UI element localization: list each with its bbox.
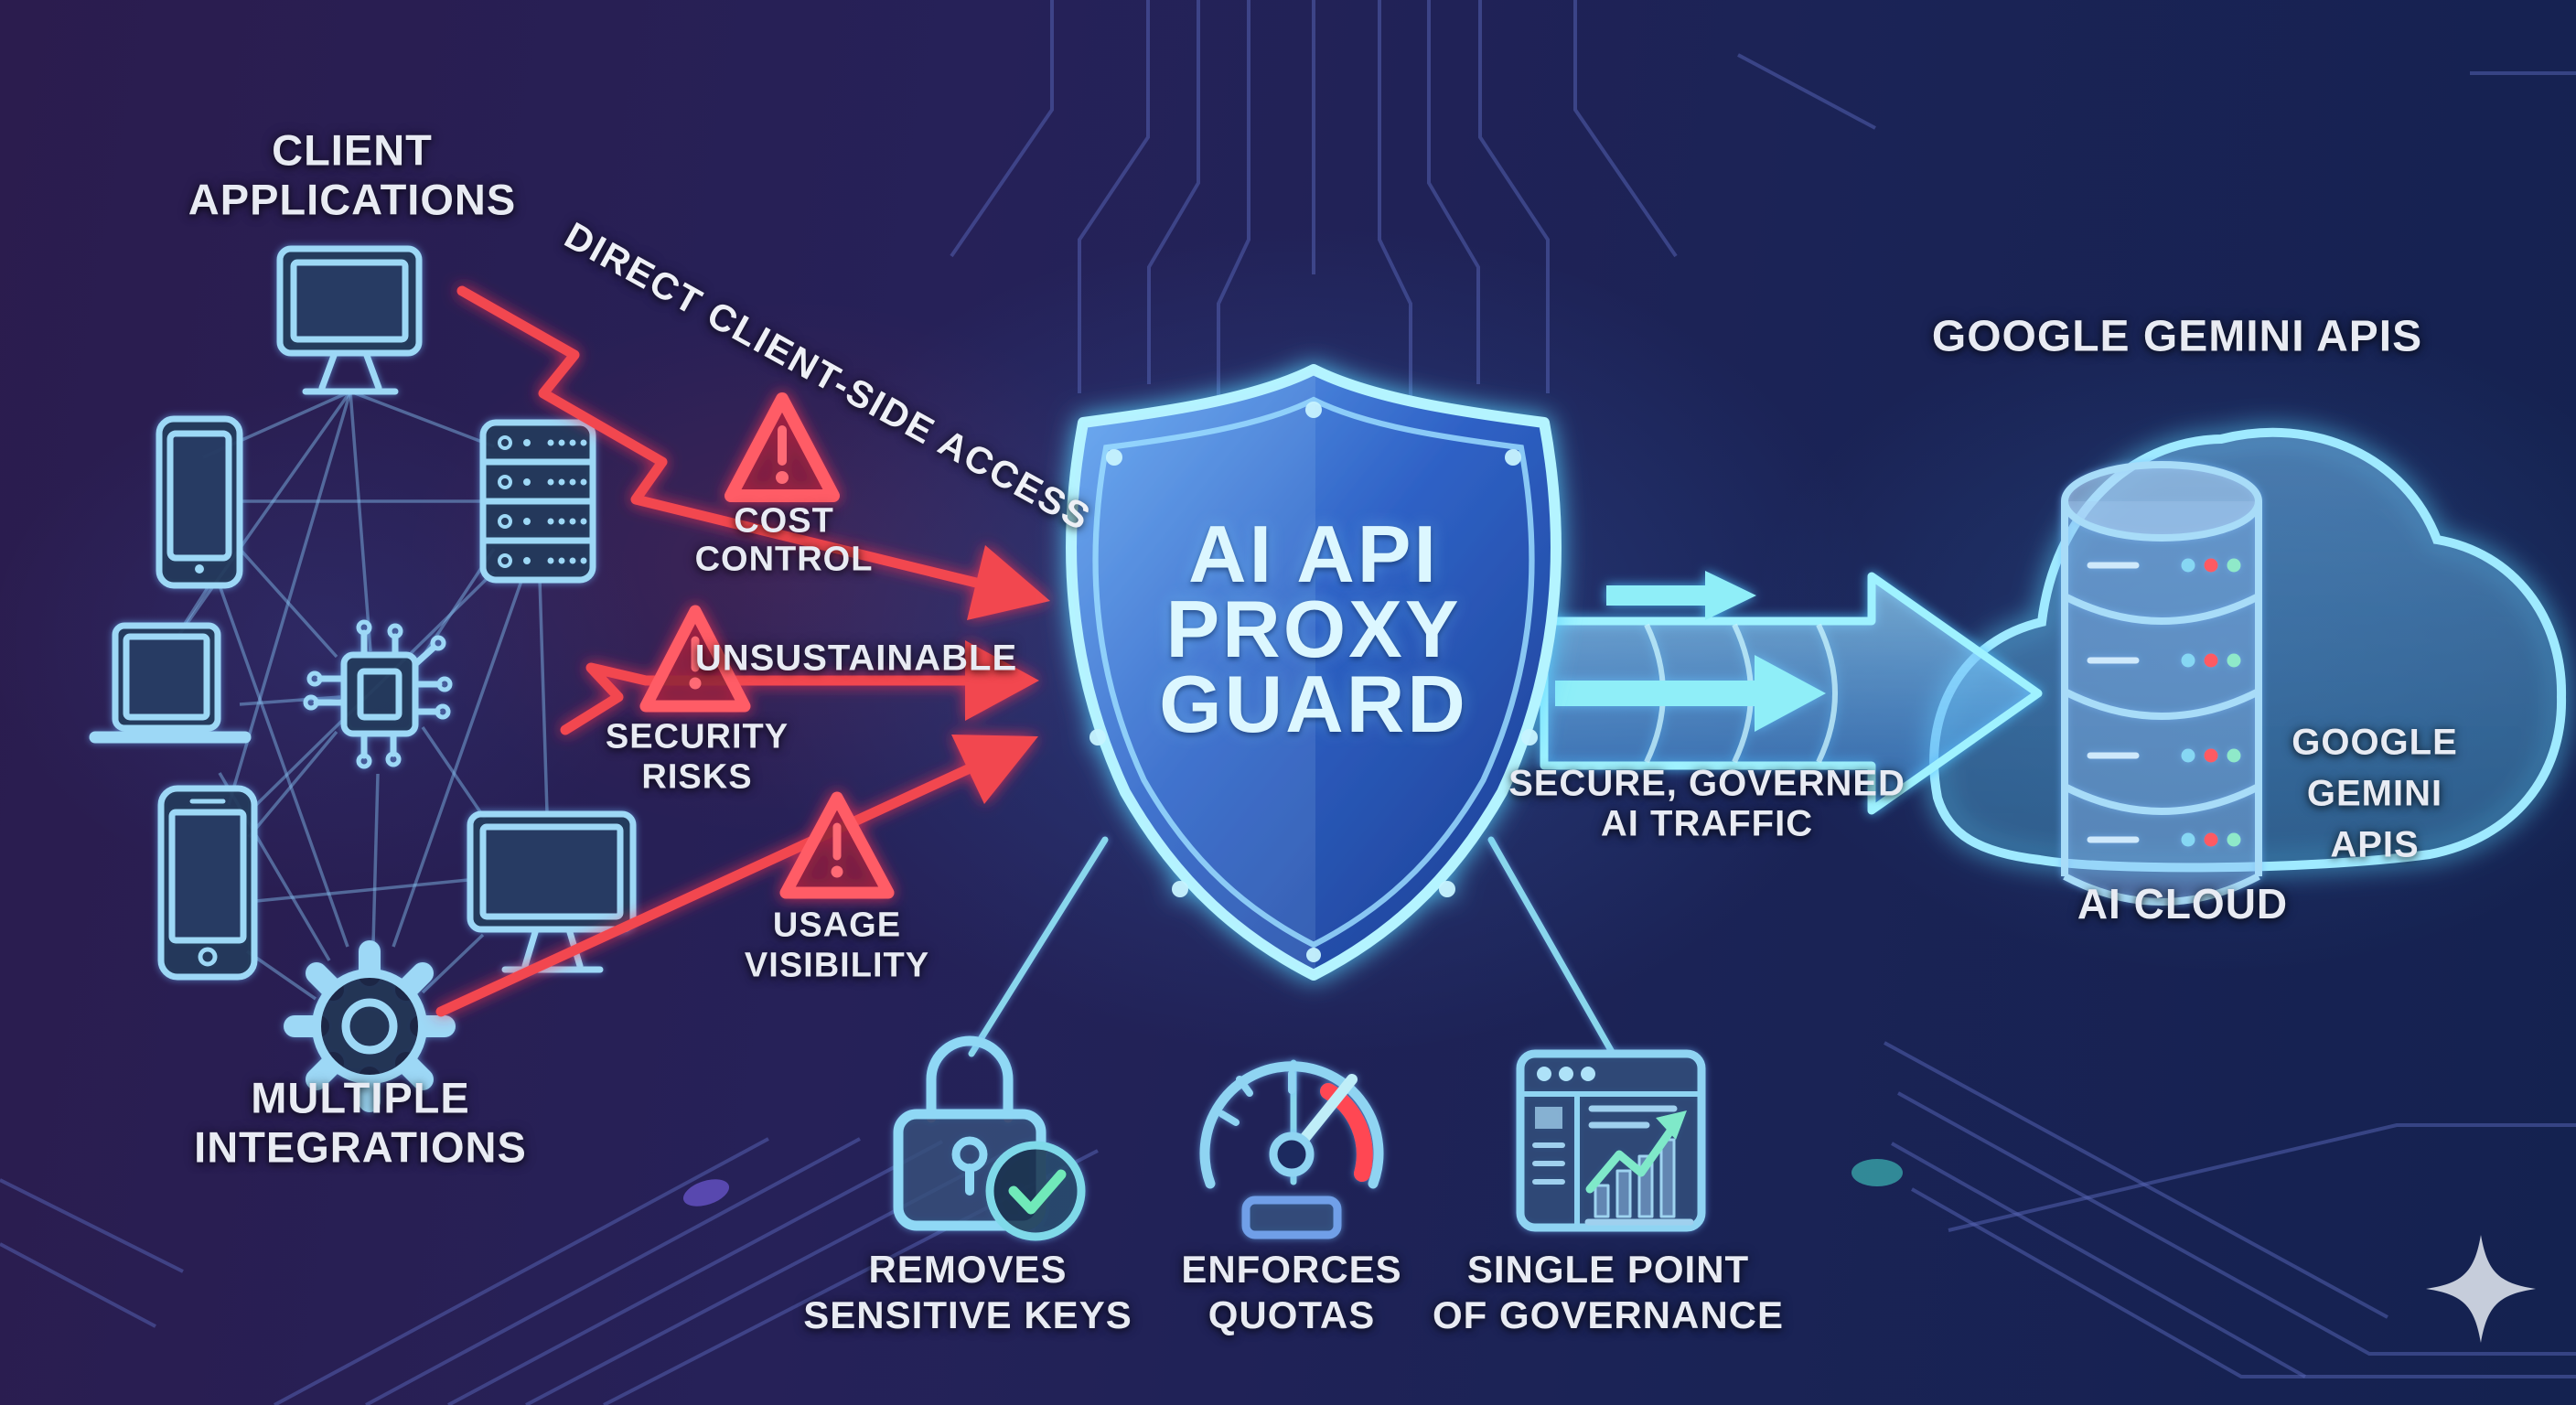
client-apps-title-line1: CLIENT — [272, 125, 433, 175]
small-arrow-icon — [1606, 571, 1756, 620]
feature-governance-line2: OF GOVERNANCE — [1432, 1293, 1785, 1336]
client-devices — [89, 245, 637, 1112]
gemini-apis-title: GOOGLE GEMINI APIs — [1931, 312, 2423, 361]
warning-triangle-icon — [639, 605, 751, 713]
desktop-monitor-icon — [276, 245, 423, 395]
flow-label-line2: AI TRAFFIC — [1600, 803, 1814, 844]
server-rack-icon — [479, 419, 596, 584]
trace-dot-purple — [682, 1179, 730, 1207]
lightning-arrow-icon — [560, 662, 971, 735]
ai-cloud-caption: AI CLOUD — [2077, 880, 2289, 928]
device-mesh-lines — [177, 390, 549, 1001]
cloud-inner-line1: GOOGLE — [2292, 722, 2458, 763]
feature-quotas-line1: ENFORCES — [1181, 1248, 1402, 1291]
smartphone-icon — [157, 785, 258, 981]
tablet-icon — [156, 415, 243, 589]
flow-arrow-icon — [1540, 571, 2043, 815]
database-stack-icon — [2061, 461, 2262, 906]
multiple-integrations-line2: INTEGRATIONS — [194, 1122, 527, 1172]
padlock-check-icon — [893, 1035, 1086, 1241]
warning-triangle-icon — [724, 392, 840, 502]
cost-control-line2: CONTROL — [694, 540, 874, 579]
shield-title-line3: GUARD — [1159, 659, 1468, 749]
shield-title-line1: AI API — [1188, 509, 1439, 599]
cloud-inner-line3: APIs — [2330, 824, 2420, 865]
lightning-arrow-icon — [456, 285, 982, 588]
usage-visibility-line1: USAGE — [772, 906, 902, 945]
gauge-icon — [1199, 1061, 1384, 1239]
security-risks-line1: SECURITY — [605, 717, 789, 756]
flow-label-line1: SECURE, GOVERNED — [1508, 763, 1905, 804]
shield-title-line2: PROXY — [1165, 584, 1462, 674]
unsustainable-label: UNSUSTAINABLE — [694, 638, 1018, 679]
gear-icon — [284, 940, 456, 1112]
multiple-integrations-line1: MULTIPLE — [251, 1073, 470, 1122]
feature-quotas-line2: QUOTAS — [1208, 1293, 1376, 1336]
usage-visibility-line2: VISIBILITY — [744, 946, 930, 985]
cpu-chip-icon — [303, 619, 453, 769]
security-risks-line2: RISKS — [641, 757, 753, 797]
feature-keys-line1: REMOVES — [868, 1248, 1068, 1291]
analytics-dashboard-icon — [1516, 1049, 1706, 1232]
feature-keys-line2: SENSITIVE KEYS — [803, 1293, 1132, 1336]
laptop-icon — [89, 622, 252, 744]
lightning-arrow-icon — [435, 764, 973, 1017]
desktop-monitor-2-icon — [467, 810, 637, 973]
warning-triangle-icon — [779, 791, 895, 899]
cost-control-line1: COST — [734, 501, 834, 541]
small-arrow-icon — [1555, 655, 1826, 732]
trace-dot-teal — [1852, 1159, 1903, 1186]
threat-arrows — [435, 285, 1050, 1017]
feature-icons — [893, 1035, 1706, 1241]
feature-governance-line1: SINGLE POINT — [1466, 1248, 1750, 1291]
client-apps-title-line2: APPLICATIONS — [188, 175, 517, 224]
sparkle-icon — [2426, 1235, 2536, 1343]
cloud-inner-line2: GEMINI — [2306, 773, 2443, 814]
